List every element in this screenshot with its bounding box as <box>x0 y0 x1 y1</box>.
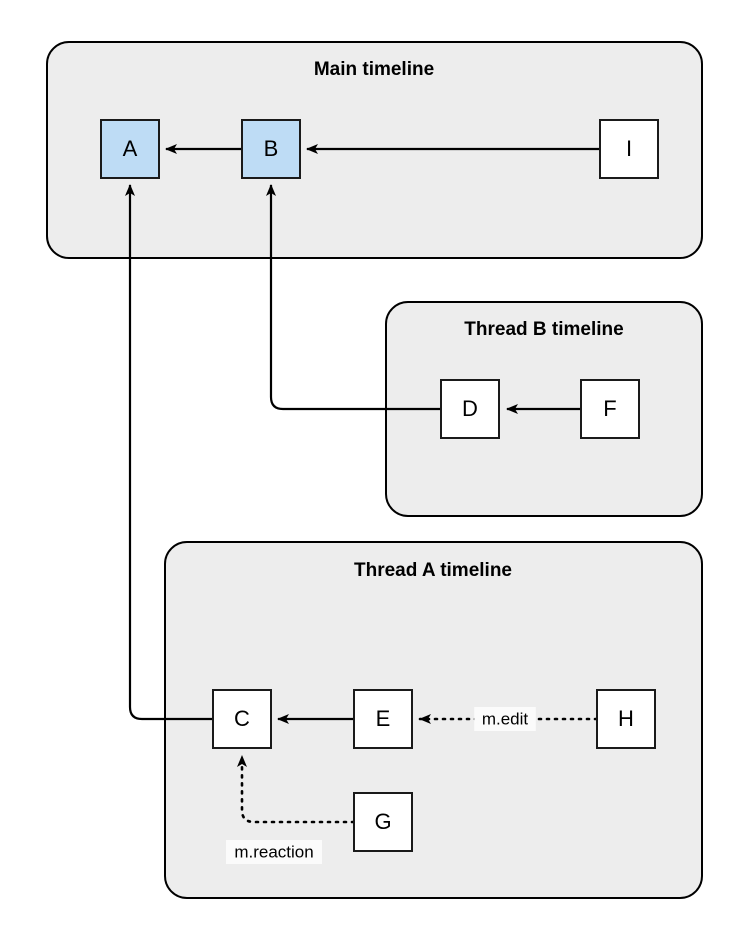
event-node-A[interactable]: A <box>100 119 160 179</box>
event-node-box[interactable] <box>212 689 272 749</box>
edge-label-background <box>226 840 322 864</box>
event-node-box[interactable] <box>353 689 413 749</box>
event-node-box[interactable] <box>440 379 500 439</box>
event-node-label: F <box>603 396 616 421</box>
event-node-label: D <box>462 396 478 421</box>
event-node-box[interactable] <box>599 119 659 179</box>
event-nodes: A B I D F C E H G <box>100 119 659 852</box>
event-node-label: H <box>618 706 634 731</box>
event-node-C[interactable]: C <box>212 689 272 749</box>
event-node-label: I <box>626 136 632 161</box>
timeline-group-title: Main timeline <box>314 59 434 80</box>
edge-C-to-A <box>125 184 213 721</box>
event-node-label: B <box>264 136 279 161</box>
event-node-box[interactable] <box>241 119 301 179</box>
event-node-box[interactable] <box>580 379 640 439</box>
event-node-label: C <box>234 706 250 731</box>
edge-labels: m.edit m.reaction <box>226 707 536 864</box>
edge-label-H-to-E: m.edit <box>474 707 536 731</box>
edge-G-to-C <box>237 754 356 824</box>
event-node-box[interactable] <box>353 792 413 852</box>
timeline-group-title: Thread A timeline <box>354 560 512 581</box>
edge-label-background <box>474 707 536 731</box>
event-node-E[interactable]: E <box>353 689 413 749</box>
edge-label-G-to-C: m.reaction <box>226 840 322 864</box>
event-node-D[interactable]: D <box>440 379 500 439</box>
event-node-I[interactable]: I <box>599 119 659 179</box>
event-node-label: G <box>374 809 391 834</box>
edge-D-to-B <box>266 184 441 411</box>
event-node-box[interactable] <box>596 689 656 749</box>
event-node-label: E <box>376 706 391 731</box>
edge-label-text: m.edit <box>482 709 529 728</box>
event-node-H[interactable]: H <box>596 689 656 749</box>
event-node-box[interactable] <box>100 119 160 179</box>
event-node-B[interactable]: B <box>241 119 301 179</box>
timeline-group-title: Thread B timeline <box>464 319 623 340</box>
event-node-F[interactable]: F <box>580 379 640 439</box>
edge-label-text: m.reaction <box>234 842 313 861</box>
event-node-G[interactable]: G <box>353 792 413 852</box>
event-node-label: A <box>123 136 138 161</box>
